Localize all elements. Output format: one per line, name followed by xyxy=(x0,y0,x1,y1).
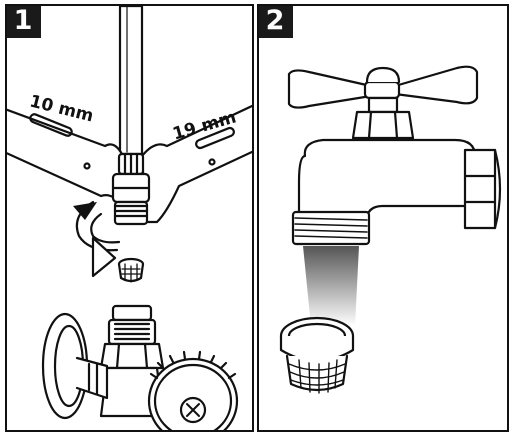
water-stream xyxy=(303,246,359,326)
step-1-badge: 1 xyxy=(7,6,41,38)
step-1-illustration xyxy=(7,6,252,430)
wrench-icon xyxy=(7,104,252,224)
shutoff-valve-icon xyxy=(41,304,239,430)
hose-coupling xyxy=(111,152,151,226)
outdoor-faucet-icon xyxy=(287,65,502,246)
hose-filter-screen-icon xyxy=(279,316,355,394)
step-2-illustration xyxy=(279,65,502,394)
rotation-arrow-icon xyxy=(73,200,121,278)
hose-filter-screen-icon xyxy=(117,257,145,283)
supply-pipe xyxy=(118,6,144,156)
step-2-panel: 2 xyxy=(257,4,509,432)
step-2-badge: 2 xyxy=(259,6,293,38)
step-1-panel: 1 xyxy=(5,4,254,432)
